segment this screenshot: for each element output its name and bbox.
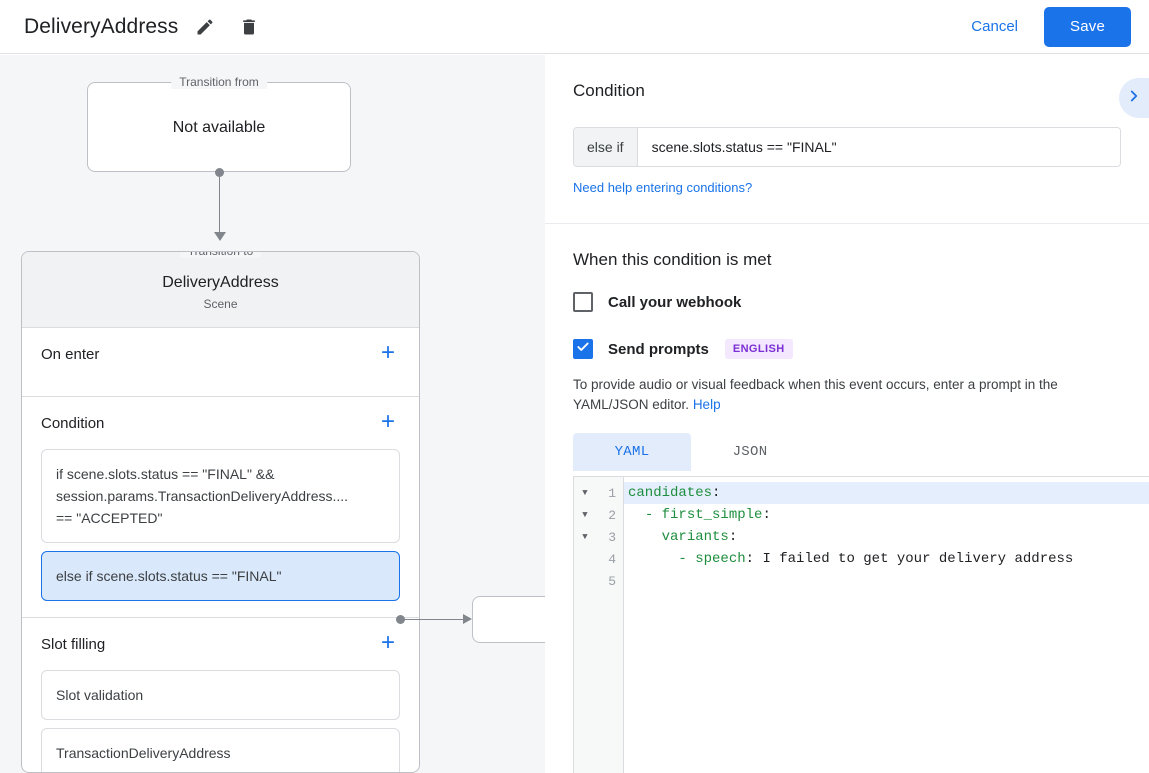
send-prompts-description: To provide audio or visual feedback when… <box>573 375 1121 415</box>
condition-help-link[interactable]: Need help entering conditions? <box>573 180 753 195</box>
editor-line-number: 5 <box>574 570 623 592</box>
page-title: DeliveryAddress <box>24 14 179 38</box>
condition-section: Condition else if Need help entering con… <box>545 55 1149 224</box>
section-slot-filling: Slot filling + Slot validation Transacti… <box>22 618 419 772</box>
call-webhook-label: Call your webhook <box>608 293 742 311</box>
condition-chip-else-if[interactable]: else if scene.slots.status == "FINAL" <box>41 551 400 601</box>
check-icon <box>576 340 590 359</box>
add-on-enter-button[interactable]: + <box>380 338 395 366</box>
editor-code-line[interactable]: variants: <box>624 526 1149 548</box>
line-number-text: 3 <box>608 529 616 545</box>
send-prompts-label: Send prompts <box>608 340 709 358</box>
editor-format-tabs: YAML JSON <box>573 433 1121 471</box>
transition-to-title: DeliveryAddress <box>162 274 279 291</box>
fold-triangle-icon[interactable]: ▼ <box>582 510 588 520</box>
chevron-right-icon <box>1125 87 1143 110</box>
condition-chip-line: session.params.TransactionDeliveryAddres… <box>56 488 349 504</box>
editor-code-line[interactable]: - first_simple: <box>624 504 1149 526</box>
section-title-on-enter: On enter <box>41 345 100 363</box>
outgoing-connector-dot <box>396 615 405 624</box>
yaml-value: : <box>728 529 738 545</box>
top-bar: DeliveryAddress Cancel Save <box>0 0 1149 54</box>
delete-button[interactable] <box>232 10 266 44</box>
fold-triangle-icon[interactable]: ▼ <box>582 488 588 498</box>
editor-line-number: 4 <box>574 548 623 570</box>
yaml-key: variants <box>661 529 729 545</box>
language-badge: ENGLISH <box>724 339 793 359</box>
transition-from-node[interactable]: Transition from Not available <box>87 75 351 172</box>
tab-yaml[interactable]: YAML <box>573 433 691 471</box>
add-slot-filling-button[interactable]: + <box>380 628 395 656</box>
condition-chip-line: else if scene.slots.status == "FINAL" <box>56 568 282 584</box>
editor-line-number: ▼2 <box>574 504 623 526</box>
editor-line-number: ▼1 <box>574 482 623 504</box>
call-webhook-checkbox[interactable] <box>573 292 593 312</box>
transition-to-subtitle: Scene <box>203 297 238 311</box>
webhook-row[interactable]: Call your webhook <box>573 292 1121 312</box>
slot-validation-chip[interactable]: Slot validation <box>41 670 400 720</box>
when-condition-met-section: When this condition is met Call your web… <box>545 224 1149 471</box>
trash-icon <box>239 17 259 37</box>
transition-to-header: DeliveryAddress Scene <box>22 252 419 328</box>
send-prompts-checkbox[interactable] <box>573 339 593 359</box>
when-met-heading: When this condition is met <box>573 250 772 269</box>
add-condition-button[interactable]: + <box>380 407 395 435</box>
help-link[interactable]: Help <box>692 397 721 412</box>
pencil-icon <box>195 17 215 37</box>
line-number-text: 1 <box>608 485 616 501</box>
collapse-panel-button[interactable] <box>1119 78 1149 118</box>
save-button[interactable]: Save <box>1044 6 1131 47</box>
condition-chip-line: if scene.slots.status == "FINAL" && <box>56 466 275 482</box>
condition-input-row[interactable]: else if <box>573 127 1121 167</box>
condition-prefix-label: else if <box>574 128 638 166</box>
editor-code-line[interactable]: - speech: I failed to get your delivery … <box>624 548 1149 570</box>
line-number-text: 4 <box>608 551 616 567</box>
yaml-key: - speech <box>678 551 746 567</box>
section-condition: Condition + if scene.slots.status == "FI… <box>22 397 419 618</box>
section-title-slot-filling: Slot filling <box>41 635 106 653</box>
slot-transaction-delivery-address-chip[interactable]: TransactionDeliveryAddress <box>41 728 400 772</box>
transition-to-node[interactable]: Transition to DeliveryAddress Scene On e… <box>21 251 420 773</box>
target-node-stub[interactable] <box>472 596 545 643</box>
outgoing-connector-arrow <box>463 614 472 624</box>
condition-expression-input[interactable] <box>637 128 1120 166</box>
connector-arrow-down <box>214 232 226 241</box>
yaml-value: : I failed to get your delivery address <box>745 551 1074 567</box>
section-header-condition: Condition + <box>41 397 400 449</box>
yaml-value: : <box>712 485 721 501</box>
editor-code-line[interactable]: candidates: <box>624 482 1149 504</box>
transition-to-legend: Transition to <box>179 252 262 258</box>
condition-chip-if[interactable]: if scene.slots.status == "FINAL" && sess… <box>41 449 400 543</box>
connector-line <box>219 172 220 234</box>
editor-code-area[interactable]: candidates: - first_simple: variants: - … <box>624 477 1149 773</box>
outgoing-connector-line <box>402 619 470 620</box>
line-number-text: 2 <box>608 507 616 523</box>
section-on-enter: On enter + <box>22 328 419 397</box>
edit-name-button[interactable] <box>188 10 222 44</box>
editor-code-line[interactable] <box>624 570 1149 592</box>
transition-from-value: Not available <box>172 119 266 136</box>
section-header-on-enter: On enter + <box>41 328 400 380</box>
description-text: To provide audio or visual feedback when… <box>573 377 1058 412</box>
graph-canvas[interactable]: Transition from Not available Transition… <box>0 55 545 773</box>
yaml-key: - first_simple <box>644 507 763 523</box>
line-number-text: 5 <box>608 573 616 589</box>
condition-heading: Condition <box>573 81 645 100</box>
send-prompts-row[interactable]: Send prompts ENGLISH <box>573 339 1121 359</box>
transition-from-legend: Transition from <box>171 75 267 89</box>
yaml-key: candidates <box>628 485 713 501</box>
yaml-value: : <box>762 507 771 523</box>
condition-chip-line: == "ACCEPTED" <box>56 510 163 526</box>
section-title-condition: Condition <box>41 414 105 432</box>
tab-json[interactable]: JSON <box>732 444 768 460</box>
fold-triangle-icon[interactable]: ▼ <box>582 532 588 542</box>
cancel-button[interactable]: Cancel <box>957 10 1032 43</box>
editor-line-number: ▼3 <box>574 526 623 548</box>
section-header-slot-filling: Slot filling + <box>41 618 400 670</box>
